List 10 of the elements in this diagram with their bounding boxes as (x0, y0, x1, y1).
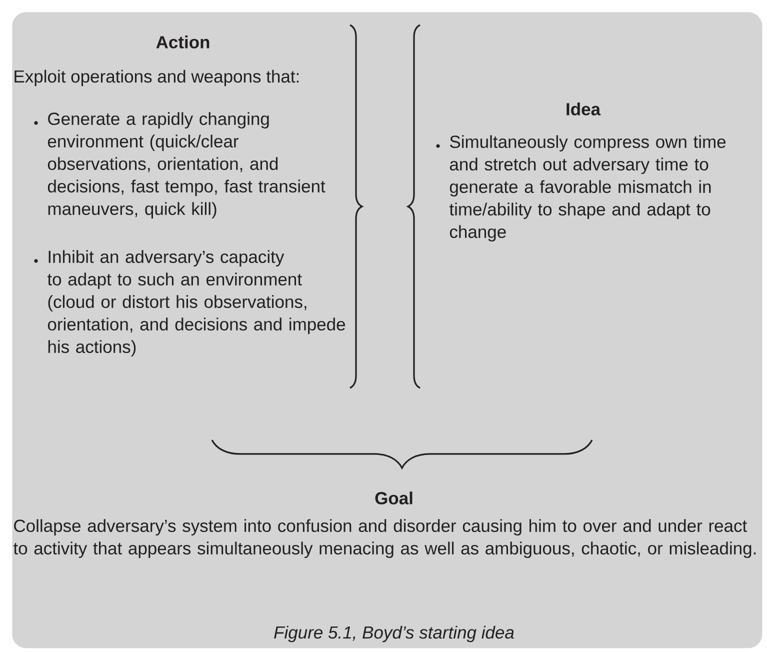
panel-background (12, 12, 762, 648)
heading: Action (156, 36, 210, 48)
heading: Idea (566, 102, 601, 116)
body-text: Collapse adversary’s system into confusion and disorder causing him to over and under react to activity that appears simultaneously menacing as well as ambiguous, chaotic, or misleading. (13, 519, 756, 558)
body-text: Exploit operations and weapons that: (14, 70, 299, 86)
bullet-text: Simultaneously compress own time and stretch out adversary time to generate a favorable mismatch in time/ability to shape and adapt to change (449, 135, 726, 242)
bullet-text: Generate a rapidly changing environment (quick/clear observations, orientation, and decisions, fast tempo, fast transient maneuvers, quick kill) (48, 112, 326, 218)
heading: Goal (375, 492, 412, 504)
caption: Figure 5.1, Boyd’s starting idea (274, 626, 514, 642)
bullet-text: Inhibit an adversary’s capacity to adapt to such an environment (cloud or distort his observations, orientation, and decisions and impede his actions) (47, 250, 346, 356)
